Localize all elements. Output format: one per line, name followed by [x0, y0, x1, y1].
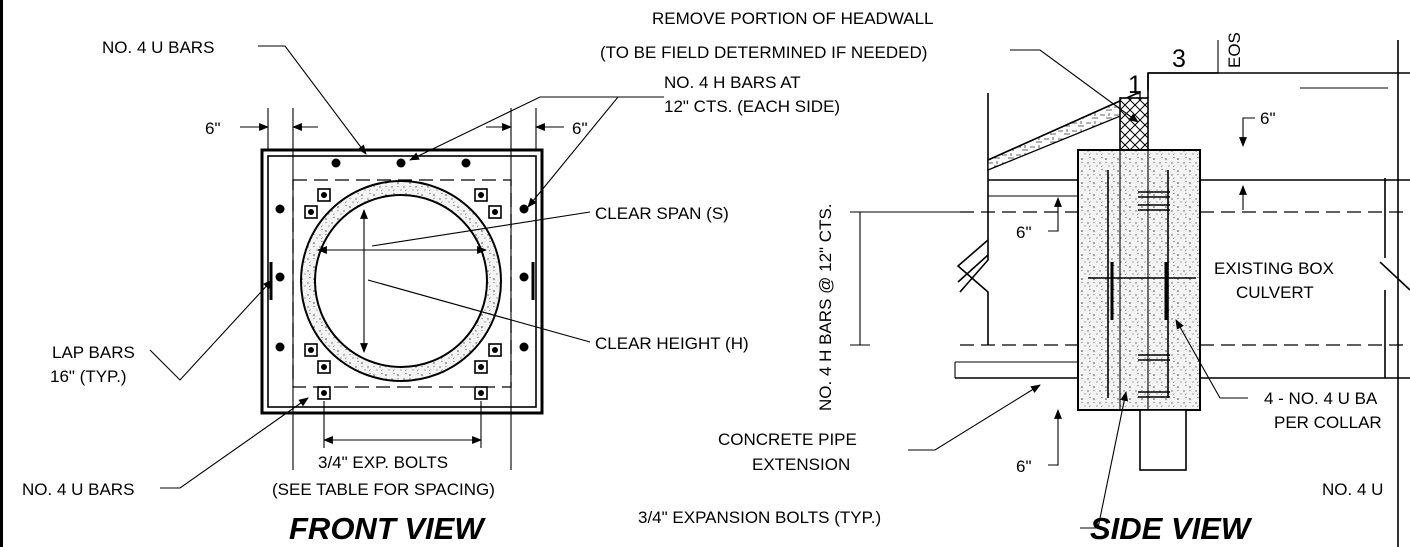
label-existing-box-2: CULVERT — [1236, 283, 1314, 302]
label-u-bars-collar-2: PER COLLAR — [1274, 413, 1382, 432]
label-exp-bolts-side: 3/4" EXPANSION BOLTS (TYP.) — [638, 508, 881, 527]
label-clear-span: CLEAR SPAN (S) — [595, 204, 729, 223]
slope-run: 3 — [1172, 45, 1186, 73]
side-view-title: SIDE VIEW — [1090, 511, 1253, 546]
label-h-bars-vertical: NO. 4 H BARS @ 12" CTS. — [816, 203, 835, 411]
label-lap-bars-1: LAP BARS — [52, 343, 135, 362]
dim-6in-right: 6" — [572, 119, 588, 138]
label-u-bars-cut: NO. 4 U — [1322, 480, 1383, 499]
label-remove-1: REMOVE PORTION OF HEADWALL — [652, 9, 934, 28]
label-eos: EOS — [1225, 32, 1244, 68]
label-exp-bolts-2: (SEE TABLE FOR SPACING) — [272, 480, 495, 499]
dim-6in-top: 6" — [1260, 109, 1276, 128]
slope-rise: 1 — [1128, 71, 1142, 99]
label-pipe-ext-1: CONCRETE PIPE — [718, 430, 857, 449]
front-view: NO. 4 U BARS NO. 4 H BARS AT 12" CTS. (E… — [22, 38, 840, 546]
label-exp-bolts-1: 3/4" EXP. BOLTS — [318, 453, 448, 472]
pipe-opening — [314, 194, 488, 368]
collar-outline-outer — [260, 148, 544, 415]
rebar-dots — [275, 158, 529, 352]
label-remove-2: (TO BE FIELD DETERMINED IF NEEDED) — [600, 43, 927, 62]
label-u-bars-collar-1: 4 - NO. 4 U BA — [1264, 389, 1378, 408]
dim-6in-mid: 6" — [1016, 223, 1032, 242]
label-clear-height: CLEAR HEIGHT (H) — [595, 334, 749, 353]
collar-section — [1077, 149, 1201, 411]
label-existing-box-1: EXISTING BOX — [1214, 259, 1334, 278]
label-h-bars-1: NO. 4 H BARS AT — [664, 73, 801, 92]
label-lap-bars-2: 16" (TYP.) — [50, 367, 127, 386]
dim-6in-left: 6" — [205, 119, 221, 138]
front-view-title: FRONT VIEW — [289, 511, 486, 546]
label-u-bars-bottom: NO. 4 U BARS — [22, 480, 134, 499]
label-pipe-ext-2: EXTENSION — [752, 455, 850, 474]
pipe-extension — [1139, 409, 1187, 471]
headwall-removal — [1119, 97, 1149, 151]
side-view: REMOVE PORTION OF HEADWALL (TO BE FIELD … — [600, 9, 1410, 547]
dim-6in-bot: 6" — [1016, 457, 1032, 476]
label-h-bars-2: 12" CTS. (EACH SIDE) — [664, 97, 840, 116]
expansion-bolts — [304, 188, 502, 400]
label-u-bars-top: NO. 4 U BARS — [102, 38, 214, 57]
